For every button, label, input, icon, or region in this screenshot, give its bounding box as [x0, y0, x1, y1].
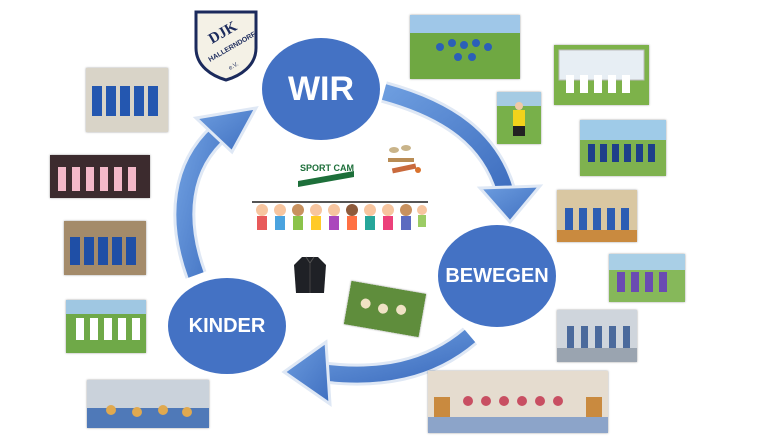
arrow-wir-to-bewegen: [381, 81, 544, 225]
node-kinder: KINDER: [168, 278, 286, 374]
photo-team-goal: [554, 45, 649, 105]
photo-team-field-top: [410, 15, 520, 79]
sportcamp-text: SPORT CAMP: [300, 163, 354, 173]
node-wir: WIR: [262, 38, 380, 140]
photo-gym-group: [557, 310, 637, 362]
photo-dance-group: [50, 155, 150, 198]
sportcamp-logo: SPORT CAMP: [298, 155, 360, 189]
node-bewegen-label: BEWEGEN: [445, 264, 549, 287]
photo-team-indoor-jackets: [64, 221, 146, 275]
photo-outdoor-kids: [343, 280, 427, 338]
equipment-illustration: [378, 140, 428, 180]
node-bewegen: BEWEGEN: [438, 225, 556, 327]
club-logo: DJK HALLERNDORF e.V.: [190, 8, 262, 82]
arrow-kinder-to-wir: [173, 106, 259, 279]
club-suffix-text: e.V.: [228, 61, 240, 71]
kid-figures: [256, 204, 427, 230]
photo-indoor-team: [557, 190, 637, 242]
kids-banner-illustration: [250, 196, 430, 236]
photo-kids-gym-floor: [87, 380, 209, 428]
arrow-bewegen-to-kinder: [281, 327, 478, 408]
jacket-illustration: [292, 255, 328, 295]
photo-large-gym-group: [428, 371, 608, 433]
photo-team-lineup: [580, 120, 666, 176]
photo-goalkeeper: [497, 92, 541, 144]
node-kinder-label: KINDER: [188, 314, 266, 337]
photo-kids-blue-jackets: [86, 68, 168, 132]
photo-youth-team-field: [66, 300, 146, 353]
node-wir-label: WIR: [287, 69, 355, 108]
photo-girls-team: [609, 254, 685, 302]
